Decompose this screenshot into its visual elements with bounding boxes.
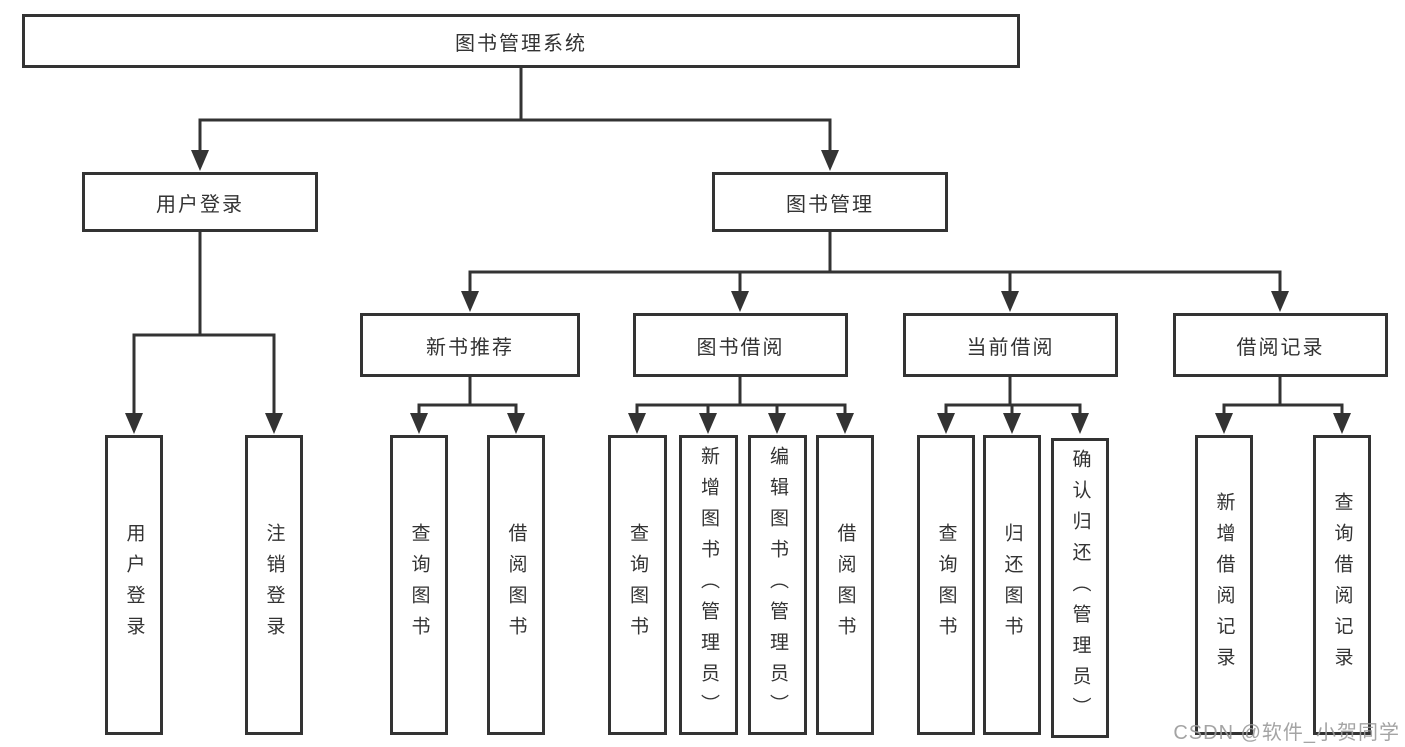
node-borrow-record: 借阅记录 [1173, 313, 1388, 377]
node-user-login: 用户登录 [82, 172, 318, 232]
leaf-recommend-borrow-books: 借阅图书 [487, 435, 545, 735]
csdn-watermark: CSDN @软件_小贺同学 [1173, 722, 1400, 744]
connector-borrow-record-branch [1215, 377, 1351, 434]
connector-user-login-branch [125, 232, 283, 434]
leaf-borrow-borrow-books: 借阅图书 [816, 435, 874, 735]
leaf-record-add-borrow-record: 新增借阅记录 [1195, 435, 1253, 735]
leaf-borrow-add-books-admin: 新增图书（管理员） [679, 435, 738, 735]
leaf-user-login: 用户登录 [105, 435, 163, 735]
leaf-borrow-query-books: 查询图书 [608, 435, 667, 735]
connector-current-borrow-branch [937, 377, 1089, 434]
connector-book-mgmt-to-level3 [461, 232, 1289, 312]
leaf-current-confirm-return-admin: 确认归还（管理员） [1051, 438, 1109, 738]
node-book-borrow: 图书借阅 [633, 313, 848, 377]
node-book-management: 图书管理 [712, 172, 948, 232]
connector-book-borrow-branch [628, 377, 854, 434]
leaf-current-query-books: 查询图书 [917, 435, 975, 735]
connector-root-to-level2 [191, 68, 839, 171]
leaf-record-query-borrow-record: 查询借阅记录 [1313, 435, 1371, 735]
node-root-system: 图书管理系统 [22, 14, 1020, 68]
leaf-logout: 注销登录 [245, 435, 303, 735]
node-new-book-recommend: 新书推荐 [360, 313, 580, 377]
leaf-current-return-books: 归还图书 [983, 435, 1041, 735]
leaf-recommend-query-books: 查询图书 [390, 435, 448, 735]
leaf-borrow-edit-books-admin: 编辑图书（管理员） [748, 435, 807, 735]
connector-new-book-branch [410, 377, 525, 434]
node-current-borrow: 当前借阅 [903, 313, 1118, 377]
